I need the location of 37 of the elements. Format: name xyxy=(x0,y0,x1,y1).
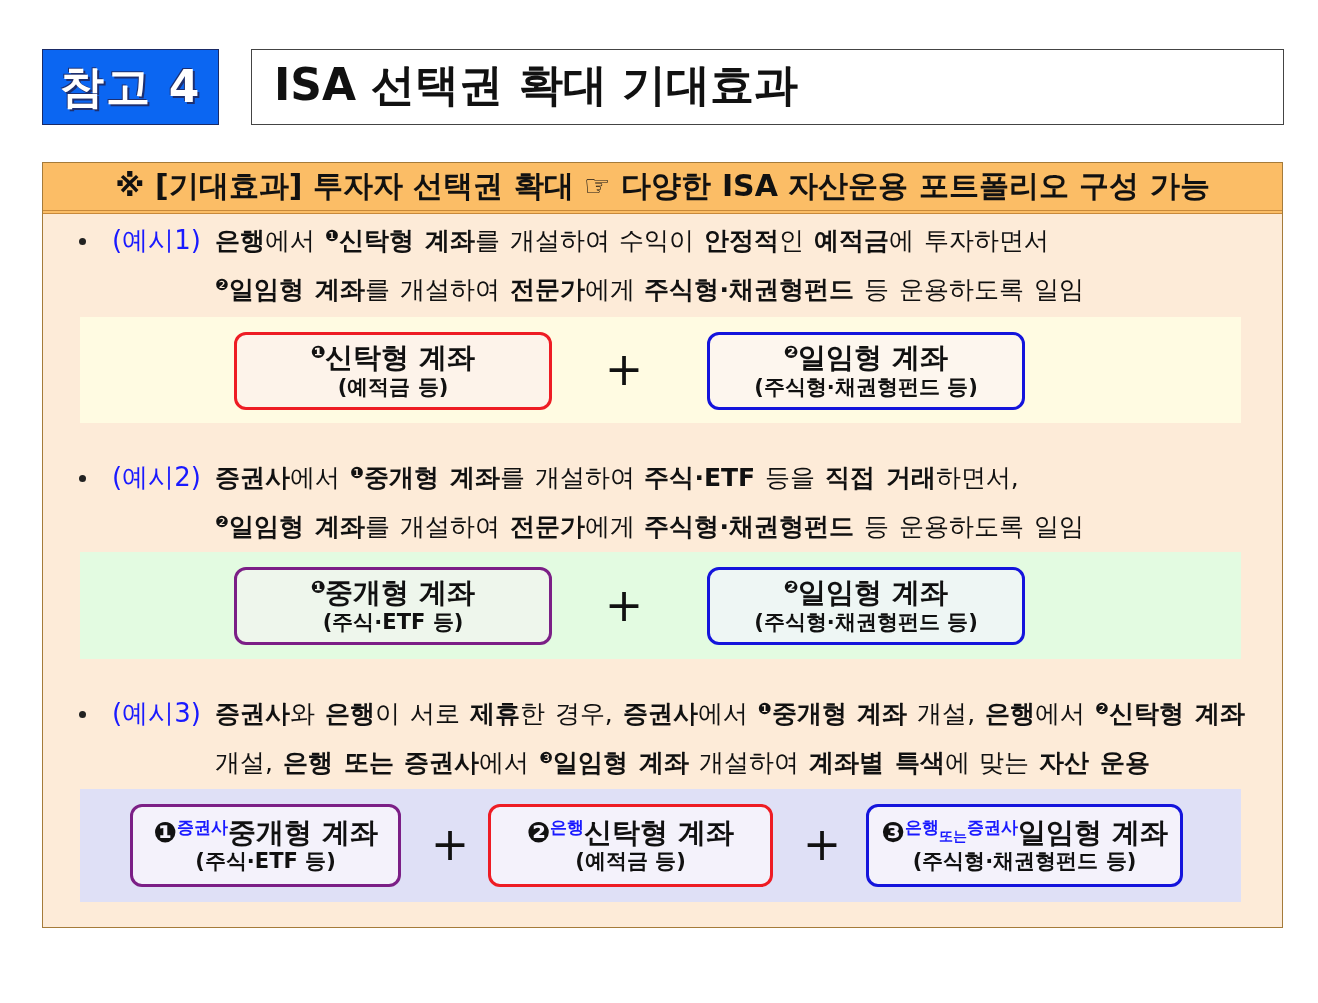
account-card xyxy=(130,804,401,887)
page-title: ISA 선택권 확대 기대효과 xyxy=(274,60,799,111)
account-examples: (주식형·채권형펀드 등) xyxy=(912,849,1137,875)
account-type: ❷$^{은행}$신탁형 계좌 xyxy=(526,816,735,849)
account-examples: (주식형·채권형펀드 등) xyxy=(754,609,978,635)
account-card xyxy=(707,332,1025,410)
plus-sign: + xyxy=(604,346,644,393)
plus-sign: + xyxy=(802,821,842,868)
account-card xyxy=(488,804,773,887)
account-card xyxy=(707,567,1025,645)
reference-tag: 참고 4 xyxy=(42,49,219,125)
heading-band: ※ [기대효과] 투자자 선택권 확대 ☞ 다양한 ISA 자산운용 포트폴리오 구성 가능 xyxy=(43,163,1282,214)
plus-sign: + xyxy=(604,582,644,629)
example-description: 증권사와 은행이 서로 제휴한 경우, 증권사에서 $^{❶}$중개형 계좌 개설, 은행에서 $^{❷}$신탁형 계좌 개설, 은행 또는 증권사에서 $^{❸}$일임형 계좌 개설하여 계좌별 특색에 맞는 자산 운용 xyxy=(215,698,1246,779)
account-examples: (예적금 등) xyxy=(337,374,449,400)
account-card xyxy=(234,332,552,410)
effects-panel xyxy=(42,162,1283,928)
example-description: 증권사에서 $^{❶}$중개형 계좌를 개설하여 주식·ETF 등을 직접 거래하면서, $^{❷}$일임형 계좌를 개설하여 전문가에게 주식형·채권형펀드 등 운용하도록 일임 xyxy=(215,462,1085,543)
account-type: $^{❶}$중개형 계좌 xyxy=(310,577,476,610)
example-band xyxy=(80,552,1241,659)
example-band xyxy=(80,317,1241,423)
account-examples: (주식형·채권형펀드 등) xyxy=(754,374,978,400)
account-type: ❶$^{증권사}$중개형 계좌 xyxy=(153,816,378,849)
example-band xyxy=(80,789,1241,902)
account-card xyxy=(234,567,552,645)
example-label: (예시1) xyxy=(112,225,201,257)
plus-sign: + xyxy=(430,821,470,868)
account-type: $^{❶}$신탁형 계좌 xyxy=(310,342,476,375)
account-examples: (예적금 등) xyxy=(575,849,686,875)
account-examples: (주식·ETF 등) xyxy=(322,609,464,635)
account-type: $^{❷}$일임형 계좌 xyxy=(783,342,949,375)
example-description: 은행에서 $^{❶}$신탁형 계좌를 개설하여 수익이 안정적인 예적금에 투자하면서 $^{❷}$일임형 계좌를 개설하여 전문가에게 주식형·채권형펀드 등 운용하도록 일임 xyxy=(215,225,1085,306)
example-label: (예시2) xyxy=(112,462,201,494)
account-examples: (주식·ETF 등) xyxy=(195,849,336,875)
example-label: (예시3) xyxy=(112,698,201,730)
account-type: $^{❷}$일임형 계좌 xyxy=(783,577,949,610)
account-card xyxy=(866,804,1183,887)
